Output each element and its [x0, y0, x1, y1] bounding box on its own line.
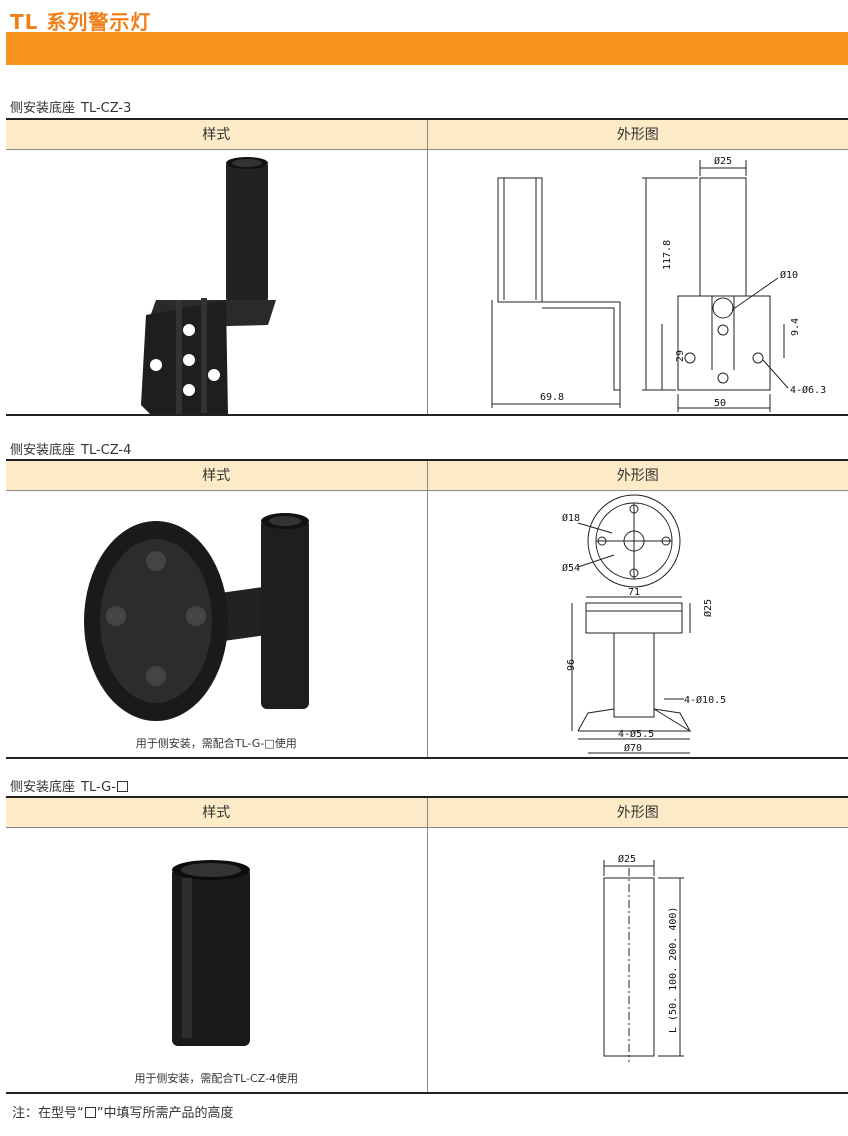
dim-70: Ø70: [624, 742, 642, 754]
header-outline: 外形图: [616, 127, 659, 143]
header-band: [6, 32, 848, 65]
outline-drawing-g: Ø25 L (50. 100. 200. 400): [603, 853, 684, 1062]
footnote: 注：在型号“”中填写所需产品的高度: [12, 1106, 234, 1121]
bracket-photo-cz4: [84, 513, 309, 721]
photo-caption: 用于侧安装，需配合TL-G-□使用: [135, 737, 297, 750]
photo-caption: 用于侧安装，需配合TL-CZ-4使用: [134, 1072, 299, 1085]
header-style: 样式: [6, 798, 428, 827]
dim-71: 71: [628, 587, 640, 598]
dim-25: Ø25: [702, 599, 714, 617]
bracket-photo-cz3: [141, 157, 276, 414]
dim-holes-10-5: 4-Ø10.5: [684, 694, 726, 706]
product-table-cz3: 样式 外形图: [6, 118, 848, 416]
header-style: 样式: [6, 120, 428, 149]
dim-9-4: 9.4: [790, 318, 801, 336]
dim-holes: 4-Ø6.3: [790, 384, 826, 396]
outline-drawing-cell: Ø25 L (50. 100. 200. 400): [428, 828, 848, 1092]
dim-pipe-dia: Ø25: [714, 155, 732, 167]
header-style: 样式: [6, 461, 428, 490]
dim-height: 117.8: [662, 240, 673, 270]
outline-drawing-cell: Ø18 Ø54 71 Ø25 96 4-Ø10.5 4-Ø5.5 Ø70: [428, 491, 848, 757]
dim-18: Ø18: [562, 512, 580, 524]
outline-drawing-cz4: Ø18 Ø54 71 Ø25 96 4-Ø10.5 4-Ø5.5 Ø70: [562, 494, 726, 754]
table-header: 样式 外形图: [6, 120, 848, 150]
dim-hole-dia: Ø10: [780, 269, 798, 281]
placeholder-box-icon: [84, 1107, 96, 1118]
page-title: TL 系列警示灯: [10, 10, 152, 34]
dim-pipe-25: Ø25: [618, 853, 636, 865]
table-header: 样式 外形图: [6, 461, 848, 491]
dim-54: Ø54: [562, 562, 580, 574]
header-outline: 外形图: [616, 805, 659, 821]
header-outline: 外形图: [616, 468, 659, 484]
dim-29: 29: [675, 350, 686, 362]
product-photo-cell: 用于侧安装，需配合TL-G-□使用: [6, 491, 428, 757]
dim-length: L (50. 100. 200. 400): [668, 907, 679, 1033]
table-header: 样式 外形图: [6, 798, 848, 828]
outline-drawing-cz3: Ø25 117.8 69.8 Ø10 29 9.4 4-Ø6.3 50: [491, 155, 826, 412]
outline-drawing-cell: Ø25 117.8 69.8 Ø10 29 9.4 4-Ø6.3 50: [428, 150, 848, 414]
dim-96: 96: [566, 659, 577, 671]
dim-width: 69.8: [540, 392, 564, 403]
product-table-cz4: 样式 外形图 用于侧安装，需配合TL-G-□使用: [6, 459, 848, 759]
dim-50: 50: [714, 398, 726, 409]
pipe-photo-g: [172, 860, 250, 1046]
product-photo-cell: 用于侧安装，需配合TL-CZ-4使用: [6, 828, 428, 1092]
product-table-g: 样式 外形图 用于侧安装，需配合TL-CZ-4使用: [6, 796, 848, 1094]
placeholder-box-icon: [116, 781, 128, 792]
product-photo-cell: [6, 150, 428, 414]
dim-holes-5-5: 4-Ø5.5: [618, 728, 654, 740]
